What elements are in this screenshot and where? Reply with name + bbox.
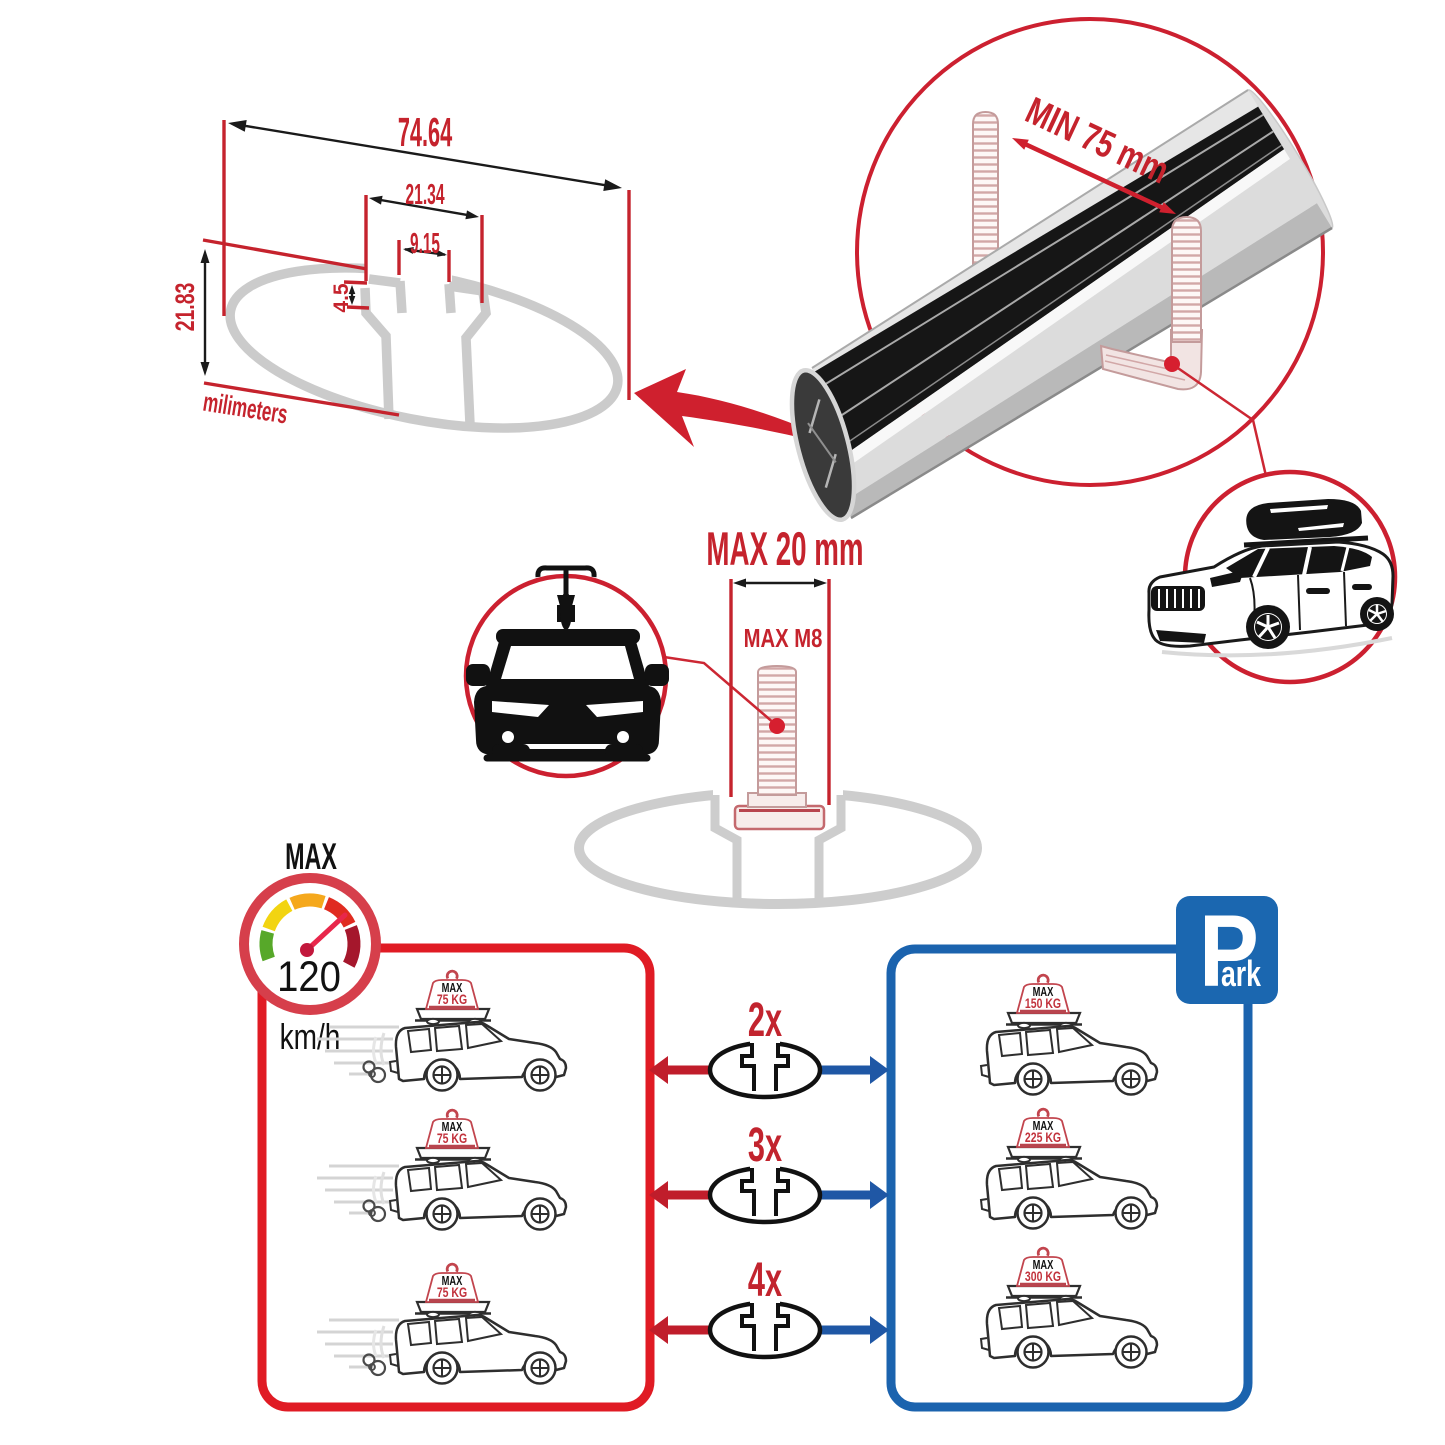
svg-text:MAX M8: MAX M8: [744, 624, 823, 653]
svg-text:2x: 2x: [748, 993, 783, 1047]
svg-text:75 KG: 75 KG: [437, 1285, 467, 1301]
svg-text:ark: ark: [1221, 953, 1261, 994]
svg-text:120: 120: [277, 952, 341, 1001]
svg-text:3x: 3x: [748, 1118, 783, 1172]
svg-text:MAX 20 mm: MAX 20 mm: [706, 524, 863, 576]
svg-text:MAX: MAX: [1033, 986, 1054, 1000]
svg-text:MAX: MAX: [442, 1121, 463, 1135]
svg-text:75 KG: 75 KG: [437, 992, 467, 1008]
svg-text:300 KG: 300 KG: [1025, 1269, 1061, 1285]
svg-text:MAX: MAX: [1033, 1259, 1054, 1273]
svg-text:MAX: MAX: [1033, 1120, 1054, 1134]
svg-text:MAX: MAX: [442, 982, 463, 996]
svg-text:21.34: 21.34: [405, 178, 444, 210]
svg-text:9.15: 9.15: [410, 227, 440, 259]
svg-text:150 KG: 150 KG: [1025, 996, 1061, 1012]
svg-text:MAX: MAX: [442, 1275, 463, 1289]
svg-text:75 KG: 75 KG: [437, 1131, 467, 1147]
svg-text:225 KG: 225 KG: [1025, 1130, 1061, 1146]
svg-text:4.5: 4.5: [330, 283, 353, 313]
svg-text:P: P: [1199, 895, 1259, 1009]
svg-text:74.64: 74.64: [398, 109, 453, 155]
svg-text:MAX: MAX: [285, 835, 337, 877]
svg-text:4x: 4x: [748, 1253, 783, 1307]
svg-text:21.83: 21.83: [170, 283, 200, 332]
